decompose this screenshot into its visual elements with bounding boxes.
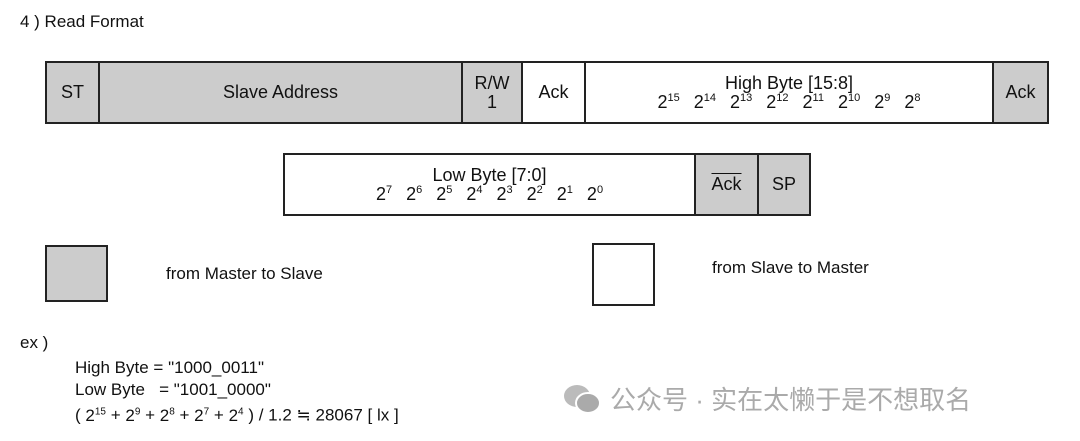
wechat-icon [564,384,601,414]
bit-weight: 27 [375,183,393,204]
start-cell: ST [45,61,100,124]
formula-term: 24 [228,405,244,425]
section-title: 4 ) Read Format [20,12,144,31]
ack-master-cell: Ack [992,61,1049,124]
nack-label: Ack [711,174,742,195]
bit-weight: 214 [693,91,716,112]
nack-cell: Ack [694,153,759,216]
formula-result: ) / 1.2 ≒ 28067 [ lx ] [248,405,399,425]
bit-weight: 28 [904,91,921,112]
formula-term: 28 [159,405,175,425]
bit-weight: 23 [496,183,513,204]
low-byte-label: Low Byte [7:0] [432,164,547,185]
bit-weight: 213 [730,91,753,112]
formula-term: 215 [85,405,106,425]
ack-cell: Ack [521,61,586,124]
legend-slave-swatch [592,243,655,306]
bit-weight: 210 [837,91,861,112]
bit-weight: 215 [657,91,680,112]
bit-weight: 22 [526,183,543,204]
legend-slave-label: from Slave to Master [712,258,869,277]
bit-weight: 20 [586,183,604,204]
rw-value: 1 [486,91,497,112]
legend-master-swatch [45,245,108,302]
example-low: Low Byte = "1001_0000" [75,380,271,399]
legend-master-label: from Master to Slave [166,264,323,283]
bit-weight: 26 [406,183,423,204]
bit-weight: 24 [466,183,483,204]
example-label: ex ) [20,333,49,352]
watermark-text: 公众号 · 实在太懒于是不想取名 [610,385,972,415]
high-byte-bits: 215 214 213 212 211 210 29 28 [657,91,921,112]
rw-label: R/W [474,72,510,93]
bit-weight: 25 [436,183,453,204]
low-byte-bits: 27 26 25 24 23 22 21 20 [375,183,604,204]
stop-cell: SP [757,153,811,216]
slave-address-cell: Slave Address [98,61,463,124]
example-high: High Byte = "1000_0011" [75,358,264,377]
formula-term: 27 [194,405,210,425]
bit-weight: 211 [802,91,824,112]
bit-weight: 21 [556,183,573,204]
high-byte-cell: High Byte [15:8] 215 214 213 212 211 210 29 28 [584,61,994,124]
high-byte-label: High Byte [15:8] [724,72,854,93]
low-byte-cell: Low Byte [7:0] 27 26 25 24 23 22 21 20 [283,153,696,216]
watermark: 公众号 · 实在太懒于是不想取名 [562,380,971,417]
bit-weight: 212 [766,91,789,112]
formula-sum: ( 215 + 29 + 28 + 27 + 24 [75,405,244,425]
bit-weight: 29 [874,91,891,112]
formula-term: 29 [125,405,141,425]
example-formula: ( 215 + 29 + 28 + 27 + 24 ) / 1.2 ≒ 2806… [75,401,399,427]
